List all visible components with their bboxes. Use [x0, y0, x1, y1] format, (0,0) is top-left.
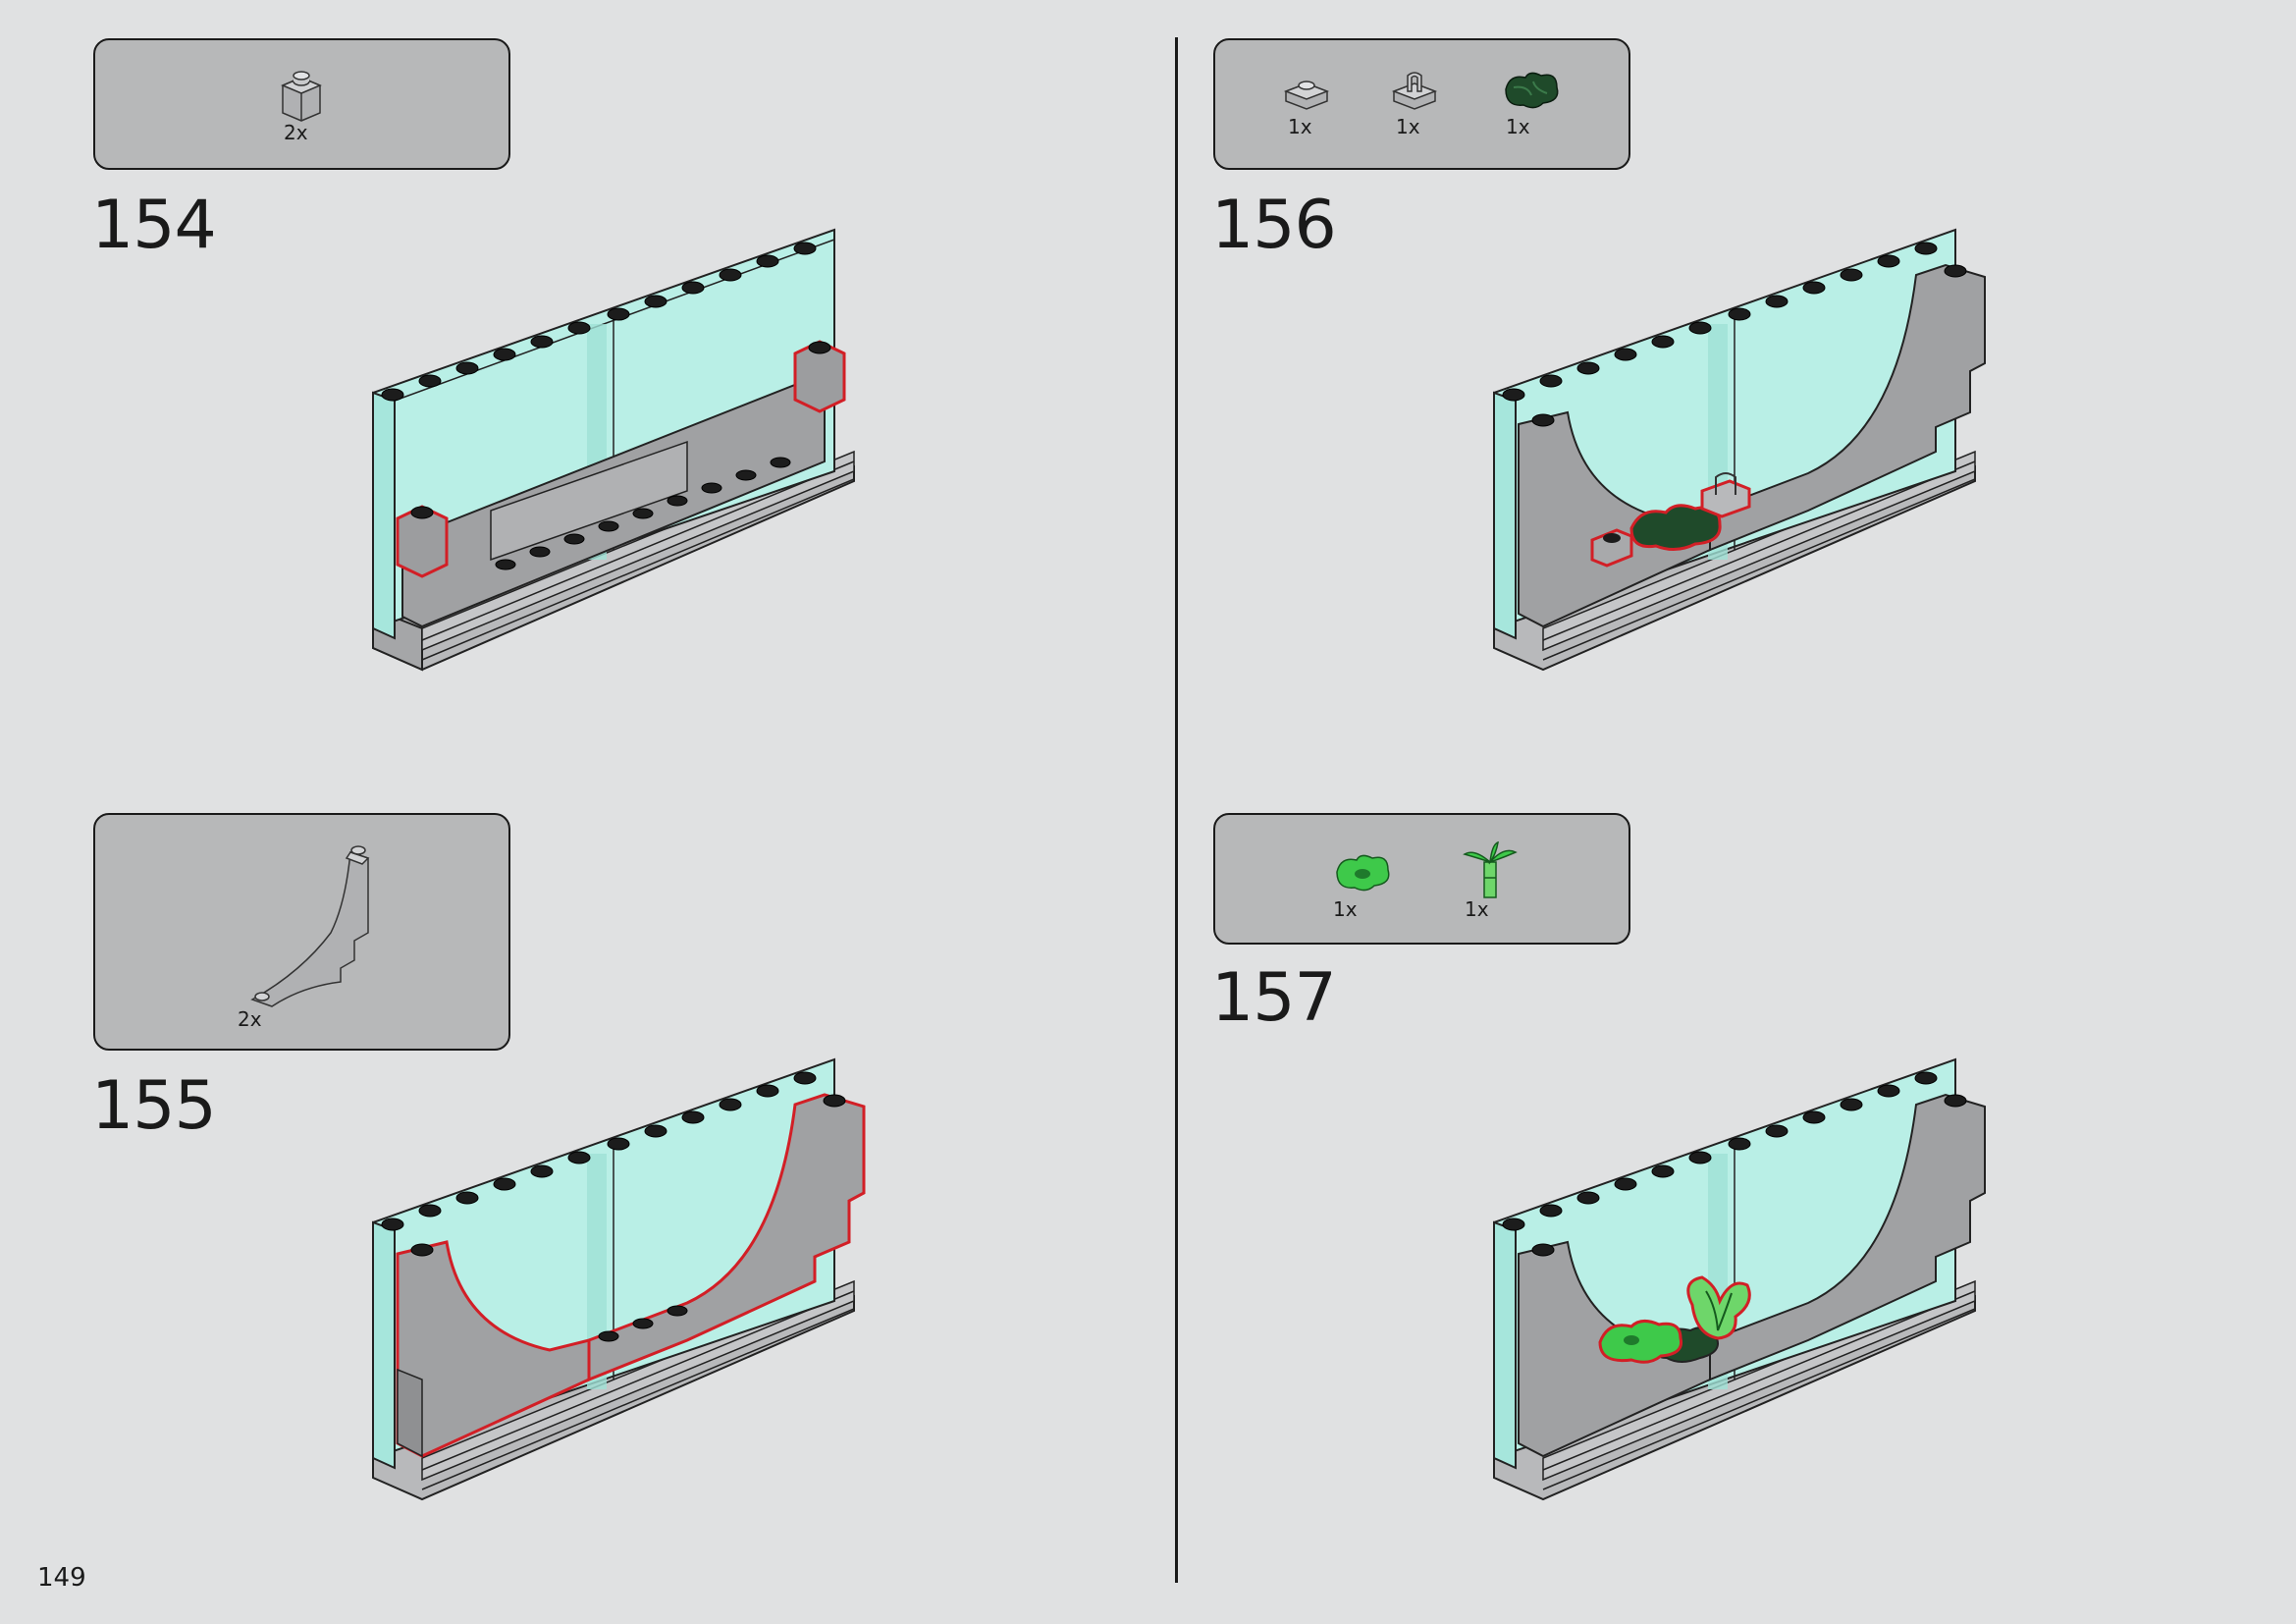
parts-callout-157: 1x 1x — [1213, 813, 1630, 945]
page-number: 149 — [37, 1563, 86, 1593]
dark-green-leaf-icon — [1505, 72, 1559, 109]
step-number-156: 156 — [1211, 187, 1337, 264]
model-step-154 — [372, 228, 855, 672]
part-qty: 1x — [1465, 897, 1489, 921]
part-qty: 2x — [284, 121, 308, 144]
step-number-154: 154 — [91, 187, 217, 264]
part-qty: 1x — [1288, 115, 1312, 138]
step-number-155: 155 — [91, 1067, 217, 1145]
step-number-157: 157 — [1211, 959, 1337, 1037]
grey-brick-1x1-icon — [281, 71, 322, 122]
bright-green-leaf-icon — [1336, 854, 1390, 892]
model-step-156 — [1493, 228, 1986, 672]
bright-green-bamboo-icon — [1463, 840, 1518, 898]
part-qty: 1x — [1333, 897, 1358, 921]
part-qty: 1x — [1506, 115, 1530, 138]
model-step-157 — [1493, 1057, 1986, 1501]
grey-curved-arch-icon — [250, 845, 370, 1007]
parts-callout-155: 2x — [93, 813, 510, 1051]
grey-clip-plate-icon — [1391, 72, 1438, 110]
grey-plate-1x1-icon — [1283, 81, 1330, 110]
part-qty: 1x — [1396, 115, 1420, 138]
model-step-155 — [372, 1057, 866, 1501]
parts-callout-156: 1x 1x 1x — [1213, 38, 1630, 170]
parts-callout-154: 2x — [93, 38, 510, 170]
part-qty: 2x — [238, 1007, 262, 1031]
column-divider — [1175, 37, 1178, 1583]
